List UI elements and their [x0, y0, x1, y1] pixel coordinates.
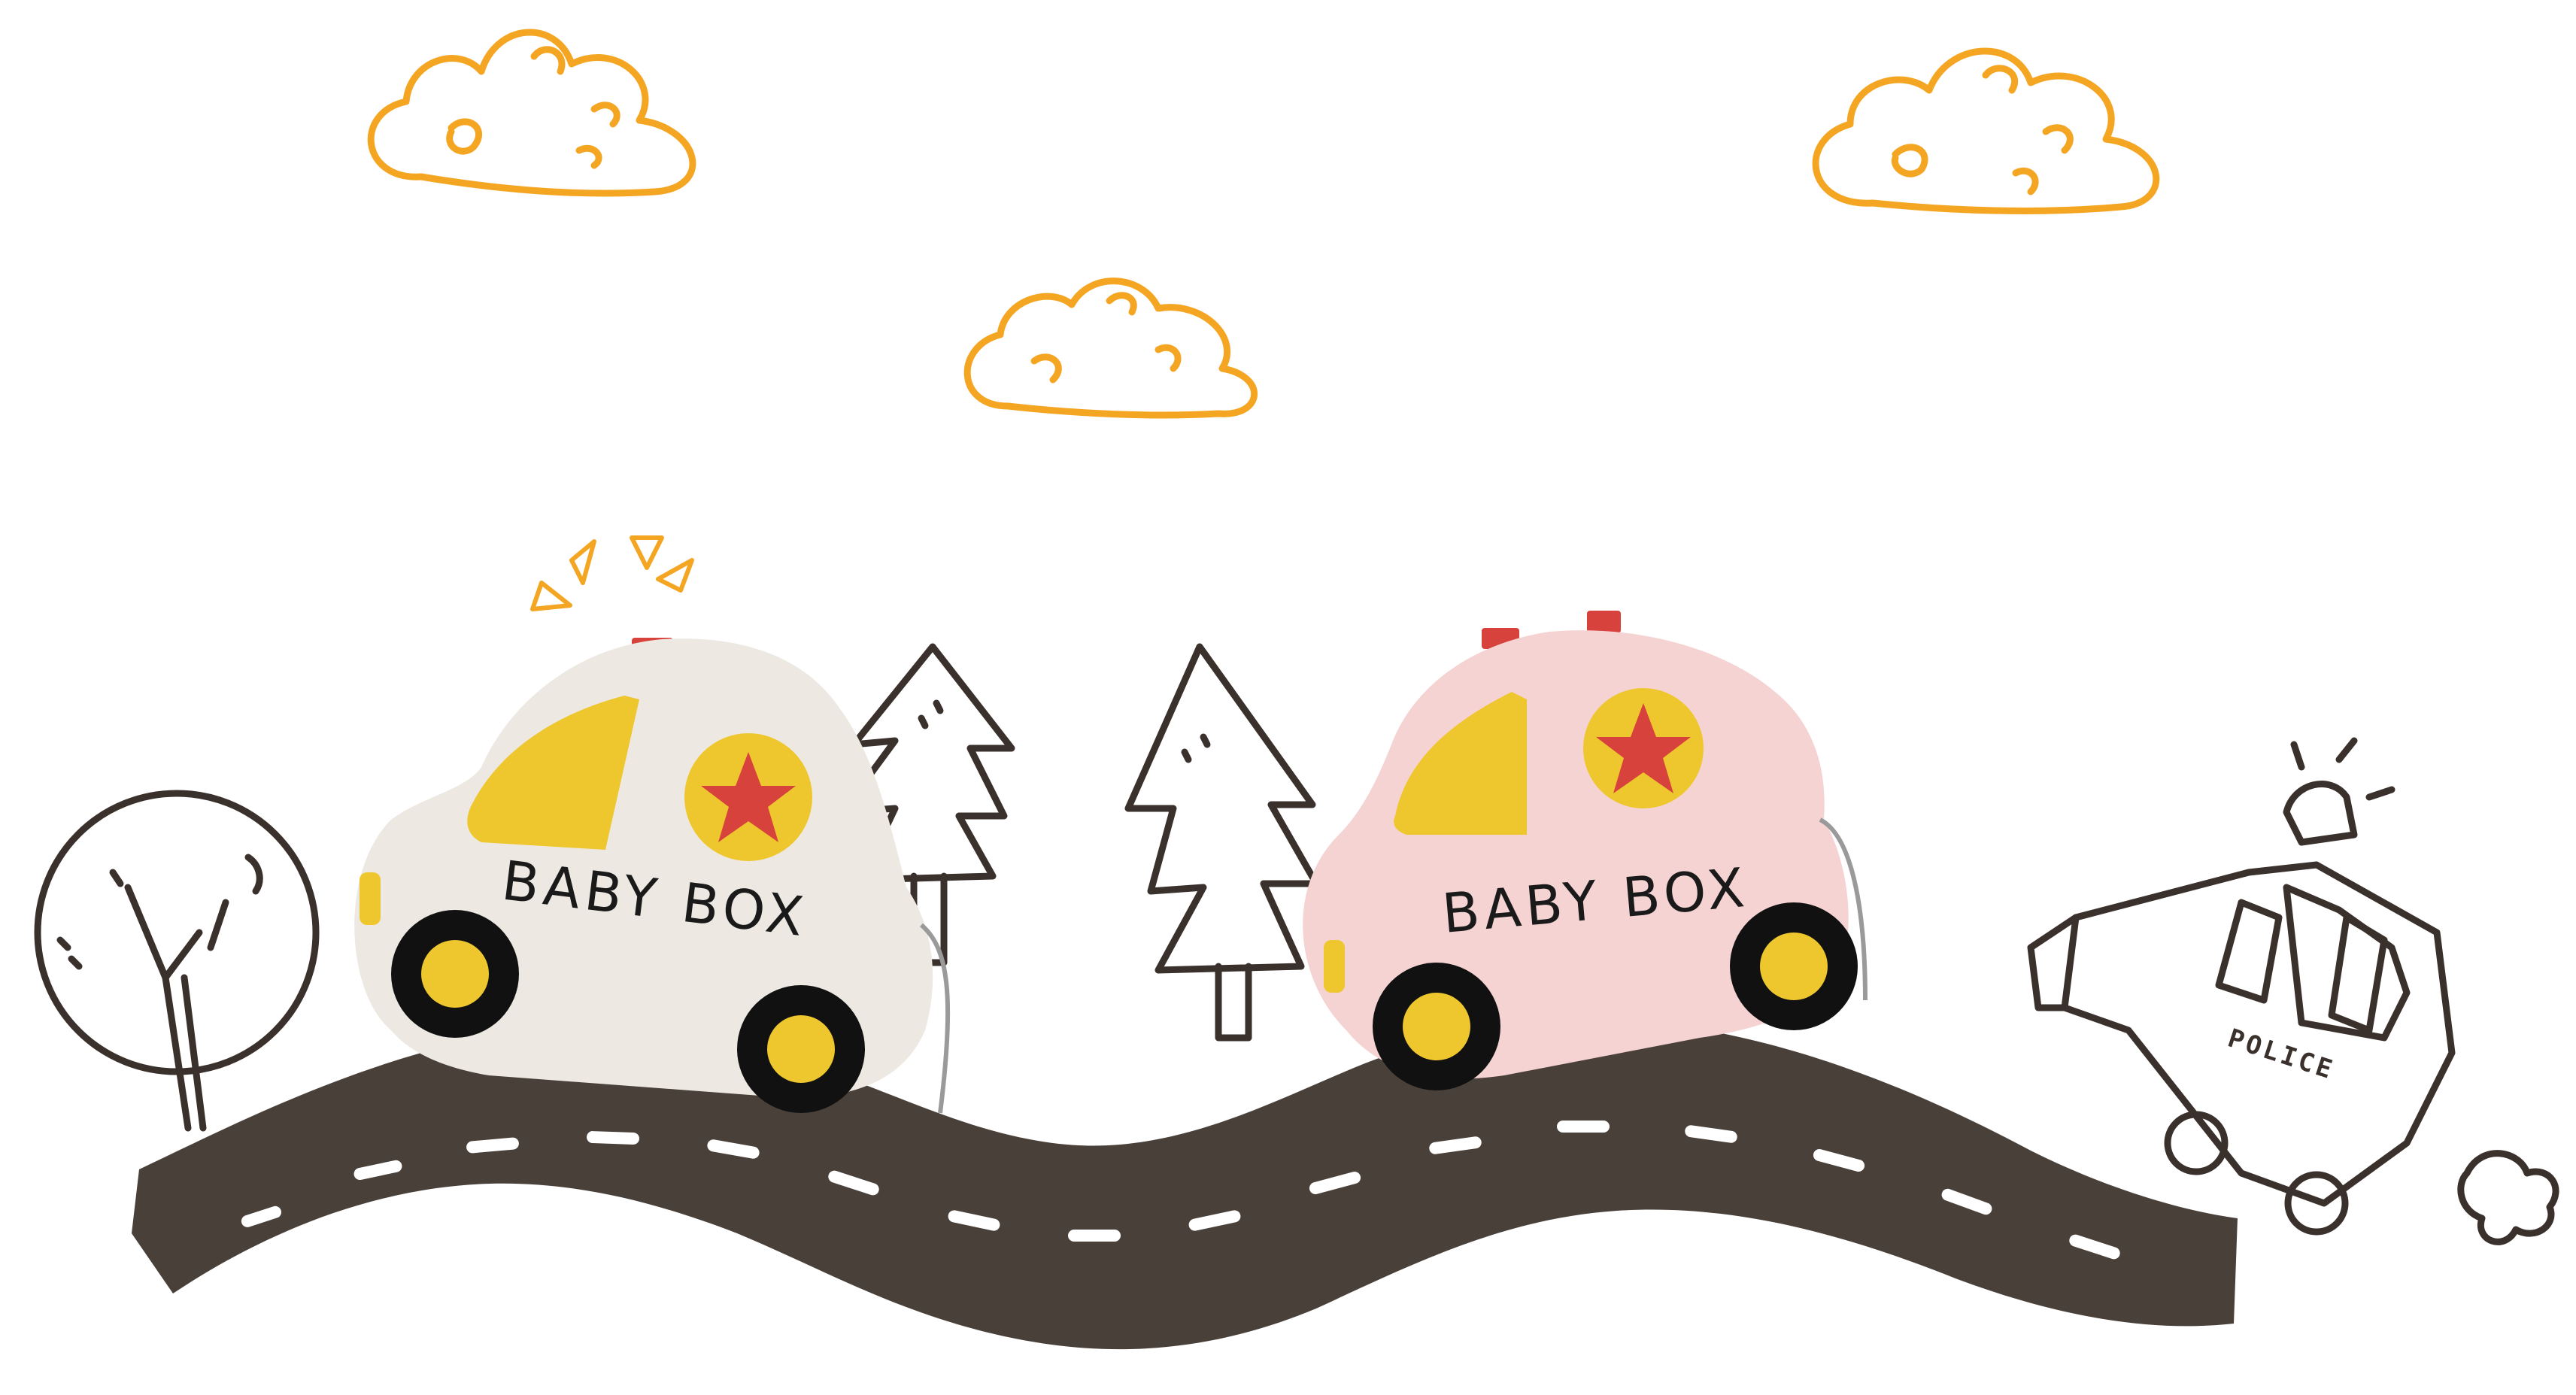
- police-car-doodle: [2027, 737, 2559, 1245]
- star-icon: [1596, 703, 1691, 793]
- wheel-front-hub: [421, 940, 489, 1008]
- car-headlight: [1324, 940, 1345, 993]
- wheel-rear-hub: [767, 1015, 835, 1083]
- wheel-front-hub: [1403, 993, 1470, 1060]
- alert-spark-icon: [530, 535, 694, 611]
- car-headlight: [360, 872, 381, 925]
- cloud-doodle-center: [963, 277, 1258, 419]
- winding-road: [132, 1020, 2238, 1350]
- roof-light-right: [1587, 611, 1621, 633]
- police-car-label: POLICE: [2224, 1024, 2338, 1086]
- star-icon: [701, 752, 796, 842]
- car-latch: [920, 923, 951, 1114]
- car-window: [467, 696, 639, 850]
- pine-tree-doodle-2: [1124, 643, 1320, 1042]
- cloud-doodle-right: [1812, 47, 2160, 214]
- car-window: [1394, 692, 1527, 835]
- car-latch: [1819, 817, 1868, 1001]
- cloud-doodle-left: [367, 29, 696, 197]
- wheel-rear-hub: [1760, 933, 1828, 1000]
- round-tree-doodle: [34, 790, 320, 1132]
- baby-box-car-cream: BABY BOX: [354, 535, 951, 1114]
- baby-box-car-pink: BABY BOX: [1303, 611, 1868, 1090]
